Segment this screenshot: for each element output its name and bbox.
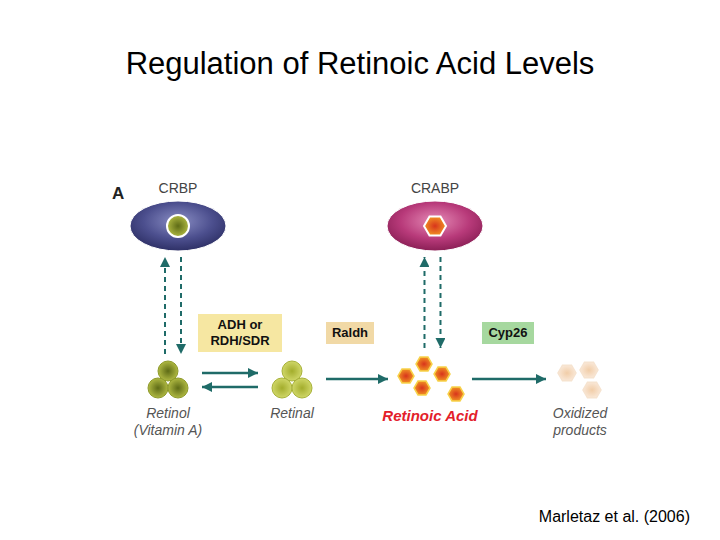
- enzyme-box: Raldh: [326, 322, 374, 344]
- molecule-name: Retinol (Vitamin A): [126, 405, 210, 439]
- protein-name: CRABP: [411, 180, 459, 196]
- molecule-name: Retinoic Acid: [382, 407, 477, 424]
- reaction-arrow: [326, 378, 388, 381]
- molecule-cluster: [262, 358, 322, 402]
- reaction-arrow: [202, 372, 258, 375]
- molecule-group: Oxidized products: [538, 358, 622, 439]
- molecule-group: Retinoic Acid: [382, 352, 477, 424]
- binding-arrow: [164, 257, 166, 354]
- binding-arrow: [180, 257, 182, 354]
- molecule-cluster: [550, 358, 610, 402]
- protein-ellipse: [385, 199, 485, 253]
- binding-arrow: [439, 257, 441, 348]
- enzyme-name: Cyp26: [488, 325, 527, 341]
- enzyme-box: Cyp26: [482, 322, 533, 344]
- molecule-name: Oxidized products: [538, 405, 622, 439]
- binding-protein: CRABP: [385, 180, 485, 253]
- enzyme-name: ADH or RDH/SDR: [204, 317, 276, 349]
- enzyme-box: ADH or RDH/SDR: [198, 314, 282, 352]
- reaction-arrow: [202, 386, 258, 389]
- panel-letter: A: [112, 184, 124, 204]
- molecule-group: Retinol (Vitamin A): [126, 358, 210, 439]
- binding-arrow: [423, 257, 425, 348]
- slide-title: Regulation of Retinoic Acid Levels: [0, 46, 720, 82]
- molecule-name: Retinal: [270, 405, 314, 422]
- molecule-group: Retinal: [262, 358, 322, 422]
- protein-name: CRBP: [159, 180, 198, 196]
- reaction-arrow: [472, 378, 546, 381]
- molecule-cluster: [138, 358, 198, 402]
- molecule-cluster: [392, 352, 468, 404]
- enzyme-name: Raldh: [332, 325, 368, 341]
- protein-ellipse: [128, 199, 228, 253]
- binding-protein: CRBP: [128, 180, 228, 253]
- citation: Marletaz et al. (2006): [539, 508, 690, 526]
